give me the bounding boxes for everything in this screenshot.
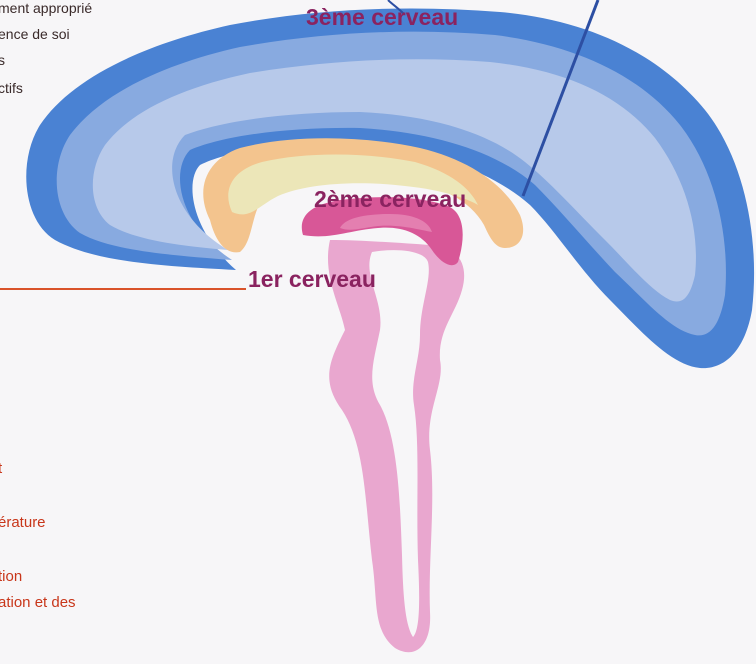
left-text-bottom-3: tion xyxy=(0,566,22,588)
left-text-bottom-2: érature xyxy=(0,512,46,534)
label-3eme-cerveau: 3ème cerveau xyxy=(306,4,458,31)
label-1er-cerveau: 1er cerveau xyxy=(248,266,376,293)
left-text-bottom-4: ation et des xyxy=(0,592,76,614)
left-text-top-3: s xyxy=(0,48,5,72)
left-text-top-4: ctifs xyxy=(0,76,23,100)
left-text-bottom-1: t xyxy=(0,458,2,480)
label-2eme-cerveau: 2ème cerveau xyxy=(314,186,466,213)
left-text-top-1: ment approprié xyxy=(0,0,92,20)
left-text-top-2: ence de soi xyxy=(0,22,70,46)
